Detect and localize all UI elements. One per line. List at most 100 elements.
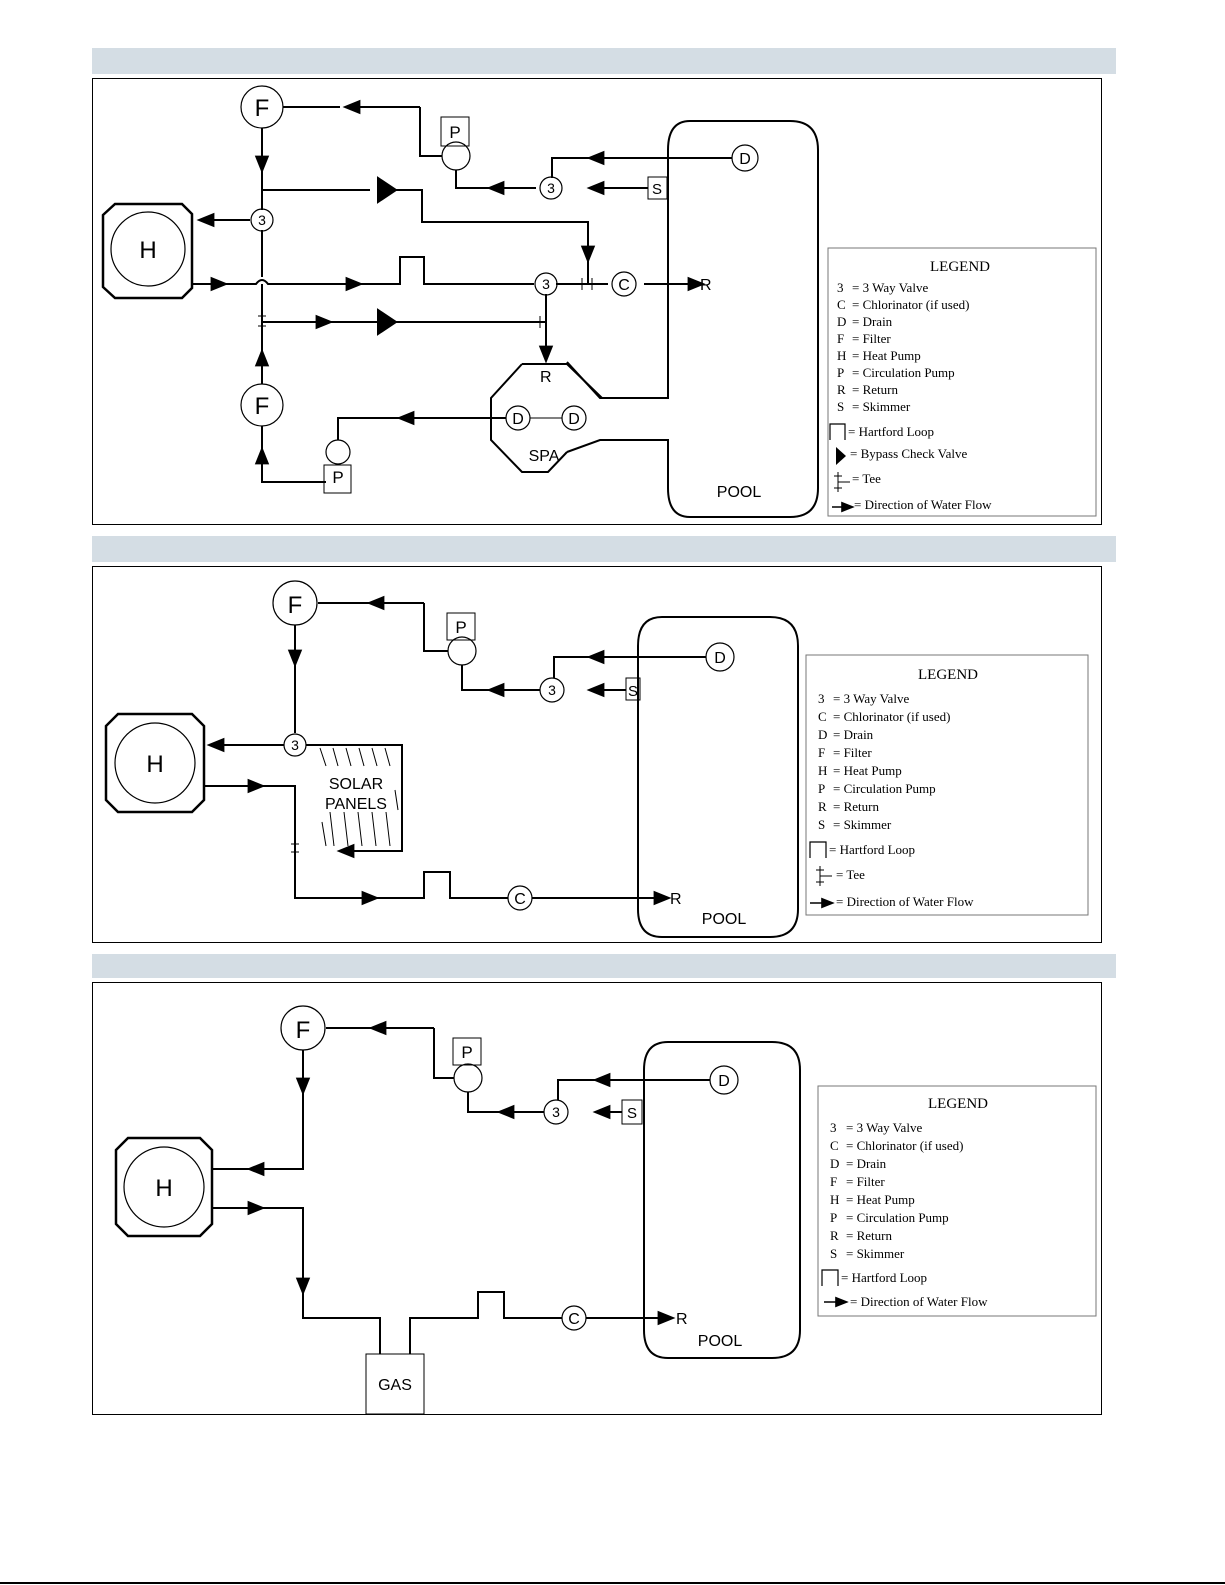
legend-tee: = Tee	[836, 867, 865, 882]
legend-text: = 3 Way Valve	[852, 280, 928, 295]
legend-2: LEGEND 3 = 3 Way Valve C = Chlorinator (…	[805, 654, 1089, 916]
pool-outline	[637, 616, 799, 938]
label-chlor: C	[568, 1311, 580, 1328]
legend-key: C	[837, 297, 846, 312]
heater-inner-circle	[110, 211, 186, 287]
legend-key: C	[818, 709, 827, 724]
legend-hartford: = Hartford Loop	[829, 842, 915, 857]
heater-body	[114, 1136, 214, 1238]
label-filter: F	[288, 592, 303, 619]
label-drain: D	[512, 411, 524, 428]
page-bottom-rule	[0, 1582, 1225, 1584]
diagram-panel-solar	[92, 566, 1102, 943]
legend-key: S	[830, 1246, 837, 1261]
drain-pool-1	[731, 144, 759, 172]
label-heat: H	[146, 751, 163, 778]
diagram-3-labels: F P H 3 D S C R POOL GAS	[155, 1017, 742, 1394]
label-panels: PANELS	[325, 796, 387, 813]
legend-text: = Return	[852, 382, 898, 397]
legend-3: LEGEND 3 = 3 Way Valve C = Chlorinator (…	[817, 1085, 1097, 1317]
legend-flow: = Direction of Water Flow	[854, 497, 992, 512]
label-drain: D	[718, 1073, 730, 1090]
legend-key: H	[830, 1192, 839, 1207]
label-pump: P	[332, 468, 343, 487]
legend-text: = Filter	[852, 331, 891, 346]
label-drain: D	[568, 411, 580, 428]
label-filter: F	[255, 95, 270, 122]
label-pump: P	[455, 618, 466, 637]
legend-flow: = Direction of Water Flow	[850, 1294, 988, 1309]
legend-text: = Skimmer	[846, 1246, 905, 1261]
label-pool: POOL	[702, 911, 747, 928]
diagram-1-labels: F F H P P 3 3 3 D D D S C R R POOL SPA	[139, 95, 761, 501]
legend-key: H	[837, 348, 846, 363]
label-pump: P	[461, 1043, 472, 1062]
bypass-check-valve-top	[377, 176, 398, 204]
legend-key: 3	[837, 280, 844, 295]
section-header-bar-2	[92, 536, 1116, 562]
legend-text: = Chlorinator (if used)	[833, 709, 950, 724]
section-header-bar-3	[92, 954, 1116, 978]
legend-text: = Chlorinator (if used)	[846, 1138, 963, 1153]
label-drain: D	[714, 650, 726, 667]
section-header-bar-1	[92, 48, 1116, 74]
label-skimmer: S	[627, 1105, 637, 1122]
legend-key: S	[818, 817, 825, 832]
heater-body	[104, 712, 206, 814]
legend-flow: = Direction of Water Flow	[836, 894, 974, 909]
label-filter: F	[255, 393, 270, 420]
legend-title: LEGEND	[930, 259, 990, 275]
label-drain: D	[739, 151, 751, 168]
legend-key: H	[818, 763, 827, 778]
legend-1: LEGEND 3 = 3 Way Valve C = Chlorinator (…	[827, 247, 1097, 517]
legend-tee: = Tee	[852, 471, 881, 486]
label-filter: F	[296, 1017, 311, 1044]
label-pump: P	[449, 123, 460, 142]
label-gas: GAS	[378, 1377, 412, 1394]
bypass-check-valve-bottom	[377, 308, 398, 336]
legend-key: 3	[830, 1120, 837, 1135]
diagram-1-spa-pool	[101, 85, 819, 518]
label-heat: H	[139, 237, 156, 264]
legend-key: P	[837, 365, 844, 380]
label-valve: 3	[548, 682, 556, 698]
diagram-panel-gas	[92, 982, 1102, 1415]
legend-text: = Heat Pump	[833, 763, 902, 778]
gas-heater-box	[365, 1353, 425, 1415]
heater-body	[101, 202, 194, 300]
label-chlor: C	[618, 277, 630, 294]
legend-text: = Circulation Pump	[833, 781, 936, 796]
label-valve: 3	[552, 1104, 560, 1120]
label-pool: POOL	[698, 1333, 743, 1350]
label-spa: SPA	[529, 448, 560, 465]
legend-key: D	[818, 727, 827, 742]
label-return: R	[670, 891, 682, 908]
legend-key: P	[818, 781, 825, 796]
diagram-3-gas	[114, 1005, 801, 1415]
legend-key: 3	[818, 691, 825, 706]
legend-text: = Chlorinator (if used)	[852, 297, 969, 312]
pool-outline	[643, 1041, 801, 1359]
legend-text: = Circulation Pump	[852, 365, 955, 380]
legend-bypass: = Bypass Check Valve	[850, 446, 967, 461]
legend-key: F	[818, 745, 825, 760]
legend-title: LEGEND	[928, 1096, 988, 1112]
legend-key: F	[830, 1174, 837, 1189]
diagram-2-solar	[104, 580, 799, 938]
label-return: R	[540, 369, 552, 386]
label-solar: SOLAR	[329, 776, 383, 793]
label-skimmer: S	[652, 181, 662, 198]
legend-key: F	[837, 331, 844, 346]
diagram-2-labels: F P H 3 3 D S C R POOL SOLAR PANELS	[146, 592, 746, 928]
legend-text: = Return	[846, 1228, 892, 1243]
pool-outline	[566, 120, 819, 518]
legend-text: = Skimmer	[833, 817, 892, 832]
legend-text: = Return	[833, 799, 879, 814]
legend-text: = Skimmer	[852, 399, 911, 414]
pool-top-connection	[566, 120, 691, 399]
legend-key: D	[830, 1156, 839, 1171]
legend-text: = Filter	[846, 1174, 885, 1189]
legend-text: = Heat Pump	[852, 348, 921, 363]
legend-key: P	[830, 1210, 837, 1225]
